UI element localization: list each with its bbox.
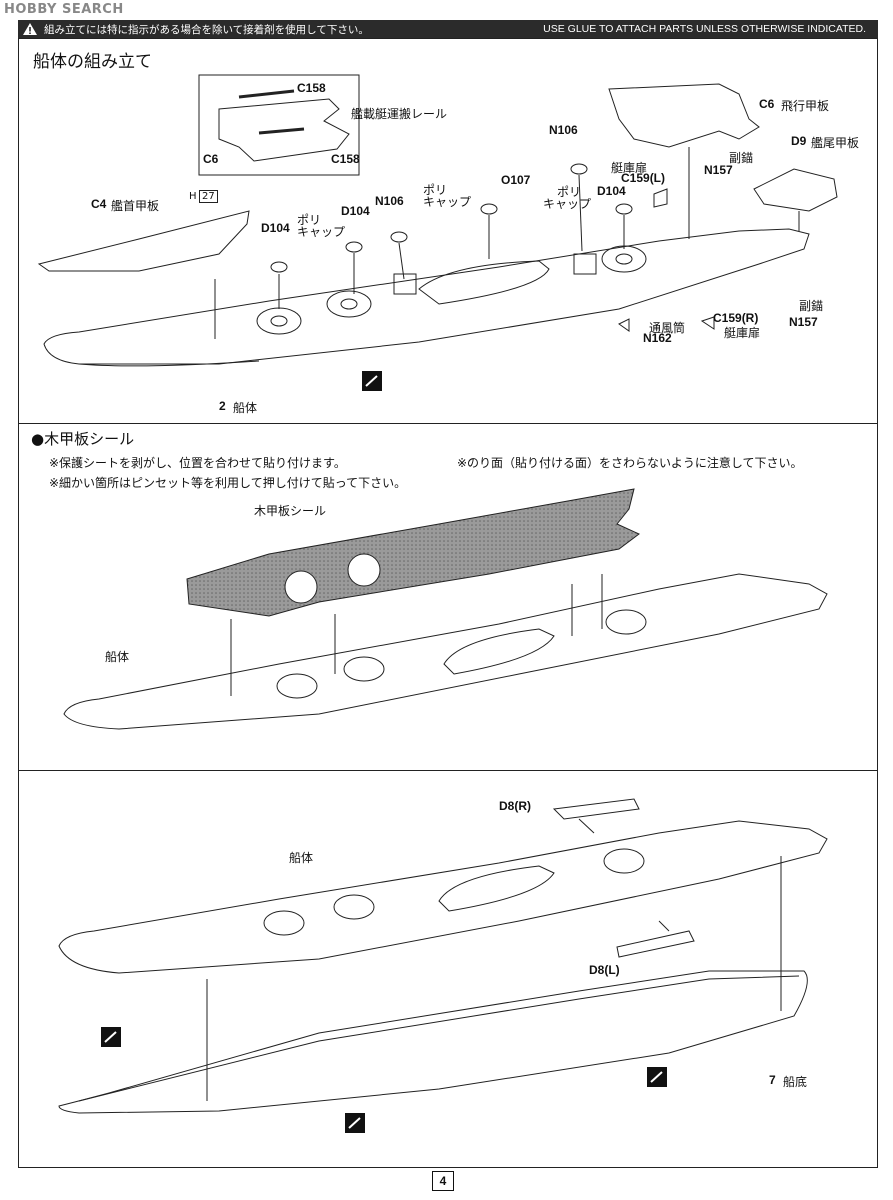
label-vent: 通風筒 xyxy=(649,321,686,335)
label-n162: N162 xyxy=(643,331,672,345)
label-polycap-left-1: ポリ xyxy=(297,213,322,227)
glue-instruction-en: USE GLUE TO ATTACH PARTS UNLESS OTHERWIS… xyxy=(543,23,866,35)
label-hull-bottom: 船底 xyxy=(783,1075,808,1089)
label-polycap-mid-1: ポリ xyxy=(423,183,448,197)
label-stern-deck: 艦尾甲板 xyxy=(811,136,860,150)
page-number: 4 xyxy=(432,1171,454,1191)
note-adhesive: ※のり面（貼り付ける面）をさわらないように注意して下さい。 xyxy=(457,456,803,470)
glue-instruction-bar: 組み立てには特に指示がある場合を除いて接着剤を使用して下さい。 USE GLUE… xyxy=(18,20,878,38)
glue-icon xyxy=(101,1027,121,1047)
label-n106-left: N106 xyxy=(375,194,404,208)
label-c159r: C159(R) xyxy=(713,311,759,325)
label-n106-right: N106 xyxy=(549,123,578,137)
label-n157-top: N157 xyxy=(704,163,733,177)
label-c159l: C159(L) xyxy=(621,171,666,185)
label-wood-deck-sticker: 木甲板シール xyxy=(254,504,327,518)
label-c158-bottom: C158 xyxy=(331,152,360,166)
note-peel: ※保護シートを剥がし、位置を合わせて貼り付けます。 xyxy=(49,456,346,470)
label-c6-flight-deck: C6 xyxy=(759,97,775,111)
label-bow-deck: 艦首甲板 xyxy=(111,199,160,213)
hull-assembly-panel: 船体の組み立て C158 艦載艇運搬レール C6 C158 C6 飛行甲板 D9… xyxy=(18,38,878,424)
label-c158-top: C158 xyxy=(297,81,326,95)
label-d8l: D8(L) xyxy=(589,963,620,977)
label-boat-door: 艇庫扉 xyxy=(611,161,648,175)
hull-bottom-panel: D8(R) 船体 D8(L) 7 船底 xyxy=(18,770,878,1168)
watermark: HOBBY SEARCH xyxy=(4,2,124,17)
label-h27-num: 27 xyxy=(199,190,218,203)
label-d9: D9 xyxy=(791,134,807,148)
label-c4: C4 xyxy=(91,197,107,211)
hull-assembly-drawing xyxy=(37,74,838,367)
label-bottom-part-number: 7 xyxy=(769,1073,776,1087)
label-spare-anchor-top: 副錨 xyxy=(729,151,754,165)
glue-instruction-jp: 組み立てには特に指示がある場合を除いて接着剤を使用して下さい。 xyxy=(44,23,369,36)
label-hull-part-number: 2 xyxy=(219,399,226,413)
label-n157-bottom: N157 xyxy=(789,315,818,329)
label-h27-h: H xyxy=(189,191,197,202)
label-flight-deck: 飛行甲板 xyxy=(781,99,830,113)
label-c6-left: C6 xyxy=(203,152,219,166)
label-d104-mid: D104 xyxy=(341,204,370,218)
label-o107: O107 xyxy=(501,173,531,187)
warning-icon xyxy=(23,23,37,35)
label-d8r: D8(R) xyxy=(499,799,531,813)
panel-title-hull-assembly: 船体の組み立て xyxy=(33,52,152,72)
glue-icon xyxy=(345,1113,365,1133)
label-polycap-mid-2: キャップ xyxy=(423,195,472,209)
label-polycap-right-1: ポリ xyxy=(557,185,582,199)
glue-icon xyxy=(362,371,382,391)
label-polycap-left-2: キャップ xyxy=(297,225,346,239)
note-tweezers: ※細かい箇所はピンセット等を利用して押し付けて貼って下さい。 xyxy=(49,476,407,490)
hull-bottom-drawing xyxy=(58,798,828,1114)
label-spare-anchor-bottom: 副錨 xyxy=(799,299,824,313)
label-hull-2: 船体 xyxy=(105,650,130,664)
glue-icon xyxy=(647,1067,667,1087)
label-boat-door-2: 艇庫扉 xyxy=(724,326,761,340)
wood-deck-sticker-panel: ●木甲板シール ※保護シートを剥がし、位置を合わせて貼り付けます。 ※のり面（貼… xyxy=(18,423,878,771)
panel-title-wood-deck: ●木甲板シール xyxy=(31,430,135,448)
label-hull: 船体 xyxy=(233,401,258,415)
wood-deck-sticker-drawing xyxy=(63,488,828,730)
label-boat-rail: 艦載艇運搬レール xyxy=(351,107,448,121)
label-hull-3: 船体 xyxy=(289,851,314,865)
label-d104-left: D104 xyxy=(261,221,290,235)
label-polycap-right-2: キャップ xyxy=(543,197,592,211)
label-d104-right: D104 xyxy=(597,184,626,198)
